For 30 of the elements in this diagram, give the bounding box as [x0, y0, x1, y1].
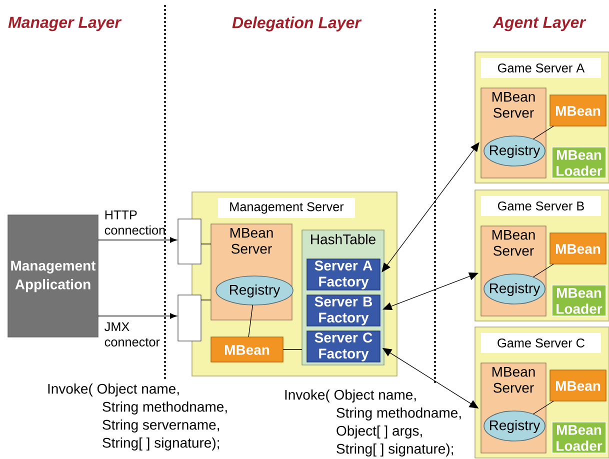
mbean-box: MBean: [550, 232, 606, 264]
code-text: String servername,: [102, 419, 219, 433]
layer-title: Agent Layer: [492, 16, 586, 32]
code-text: Invoke( Object name,: [48, 383, 179, 397]
port-box: [178, 218, 202, 264]
loader-box: MBean Loader: [552, 422, 606, 454]
arrow: [98, 313, 177, 319]
edge-label: JMX connector: [104, 322, 160, 346]
code-text: String methodname,: [336, 407, 461, 421]
factory-box: Server C Factory: [306, 330, 380, 362]
loader-box: MBean Loader: [552, 146, 606, 178]
mbean-box: MBean: [210, 336, 284, 362]
factory-box: Server B Factory: [306, 294, 380, 326]
layer-title: Delegation Layer: [232, 16, 362, 32]
code-text: String[ ] signature);: [336, 443, 453, 457]
arrow: [98, 237, 177, 243]
edge-label: HTTP connection: [104, 210, 165, 235]
factory-box: Server A Factory: [306, 258, 380, 290]
loader-box: MBean Loader: [552, 284, 606, 316]
code-text: String methodname,: [102, 401, 227, 415]
port-box: [178, 294, 202, 342]
mbean-box: MBean: [550, 94, 606, 126]
mbean-box: MBean: [550, 370, 606, 402]
code-text: String[ ] signature);: [102, 437, 219, 451]
code-text: Object[ ] args,: [336, 425, 422, 439]
layer-title: Manager Layer: [8, 16, 122, 32]
code-text: Invoke( Object name,: [285, 389, 416, 403]
arrow: [382, 272, 478, 310]
arrow: [382, 142, 480, 272]
application-box: Management Application: [8, 214, 98, 338]
